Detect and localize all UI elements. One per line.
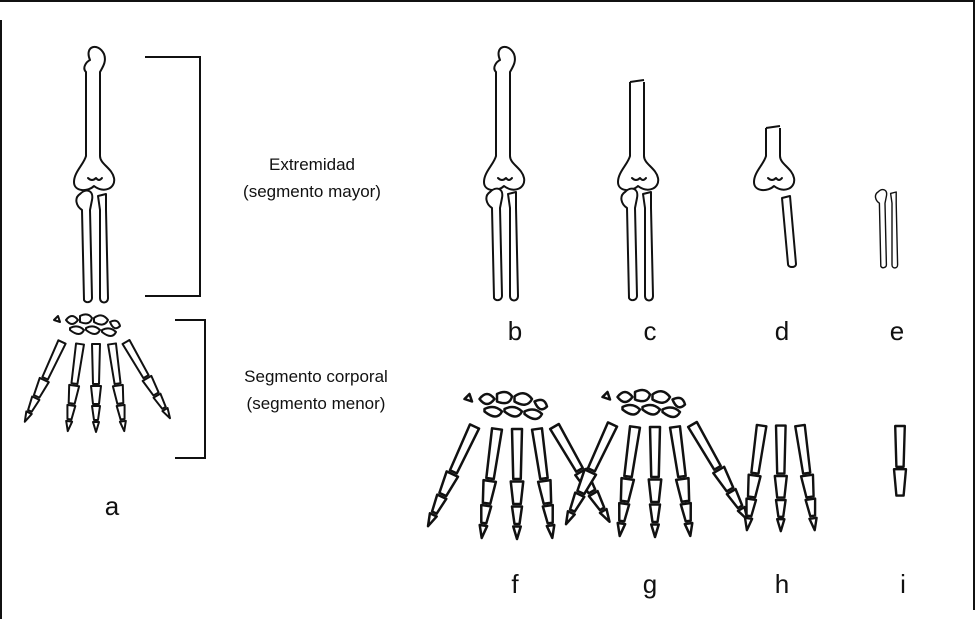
panel-d-humerus	[754, 47, 794, 190]
panel-a-humerus	[74, 47, 114, 190]
major-segment-title: Extremidad	[269, 155, 355, 174]
minor-segment-title: Segmento corporal	[244, 367, 388, 386]
panel-letter-g: g	[643, 569, 657, 599]
panel-h-fingers	[741, 425, 821, 531]
panel-f-hand	[422, 392, 615, 539]
panel-letter-d: d	[775, 316, 789, 346]
panel-letter-b: b	[508, 316, 522, 346]
major-segment-subtitle: (segmento mayor)	[243, 182, 381, 201]
panel-a-forearm	[76, 191, 108, 303]
panel-b-forearm	[486, 189, 518, 301]
panel-letter-i: i	[900, 569, 906, 599]
panel-b-humerus	[484, 47, 524, 190]
minor-segment-subtitle: (segmento menor)	[247, 394, 386, 413]
minor-segment-bracket	[175, 320, 205, 458]
panel-letter-c: c	[644, 316, 657, 346]
panel-i-finger	[894, 426, 906, 496]
major-segment-bracket	[145, 57, 200, 296]
panel-letter-e: e	[890, 316, 904, 346]
panel-letter-h: h	[775, 569, 789, 599]
panel-letter-a: a	[105, 491, 120, 521]
panel-letter-f: f	[511, 569, 519, 599]
panel-g-hand	[560, 390, 753, 537]
panel-c-forearm	[621, 189, 653, 301]
panel-e-forearm	[875, 190, 897, 268]
panel-a-hand	[20, 314, 174, 432]
panel-c-humerus	[618, 47, 658, 190]
panel-d-radius	[782, 196, 796, 267]
